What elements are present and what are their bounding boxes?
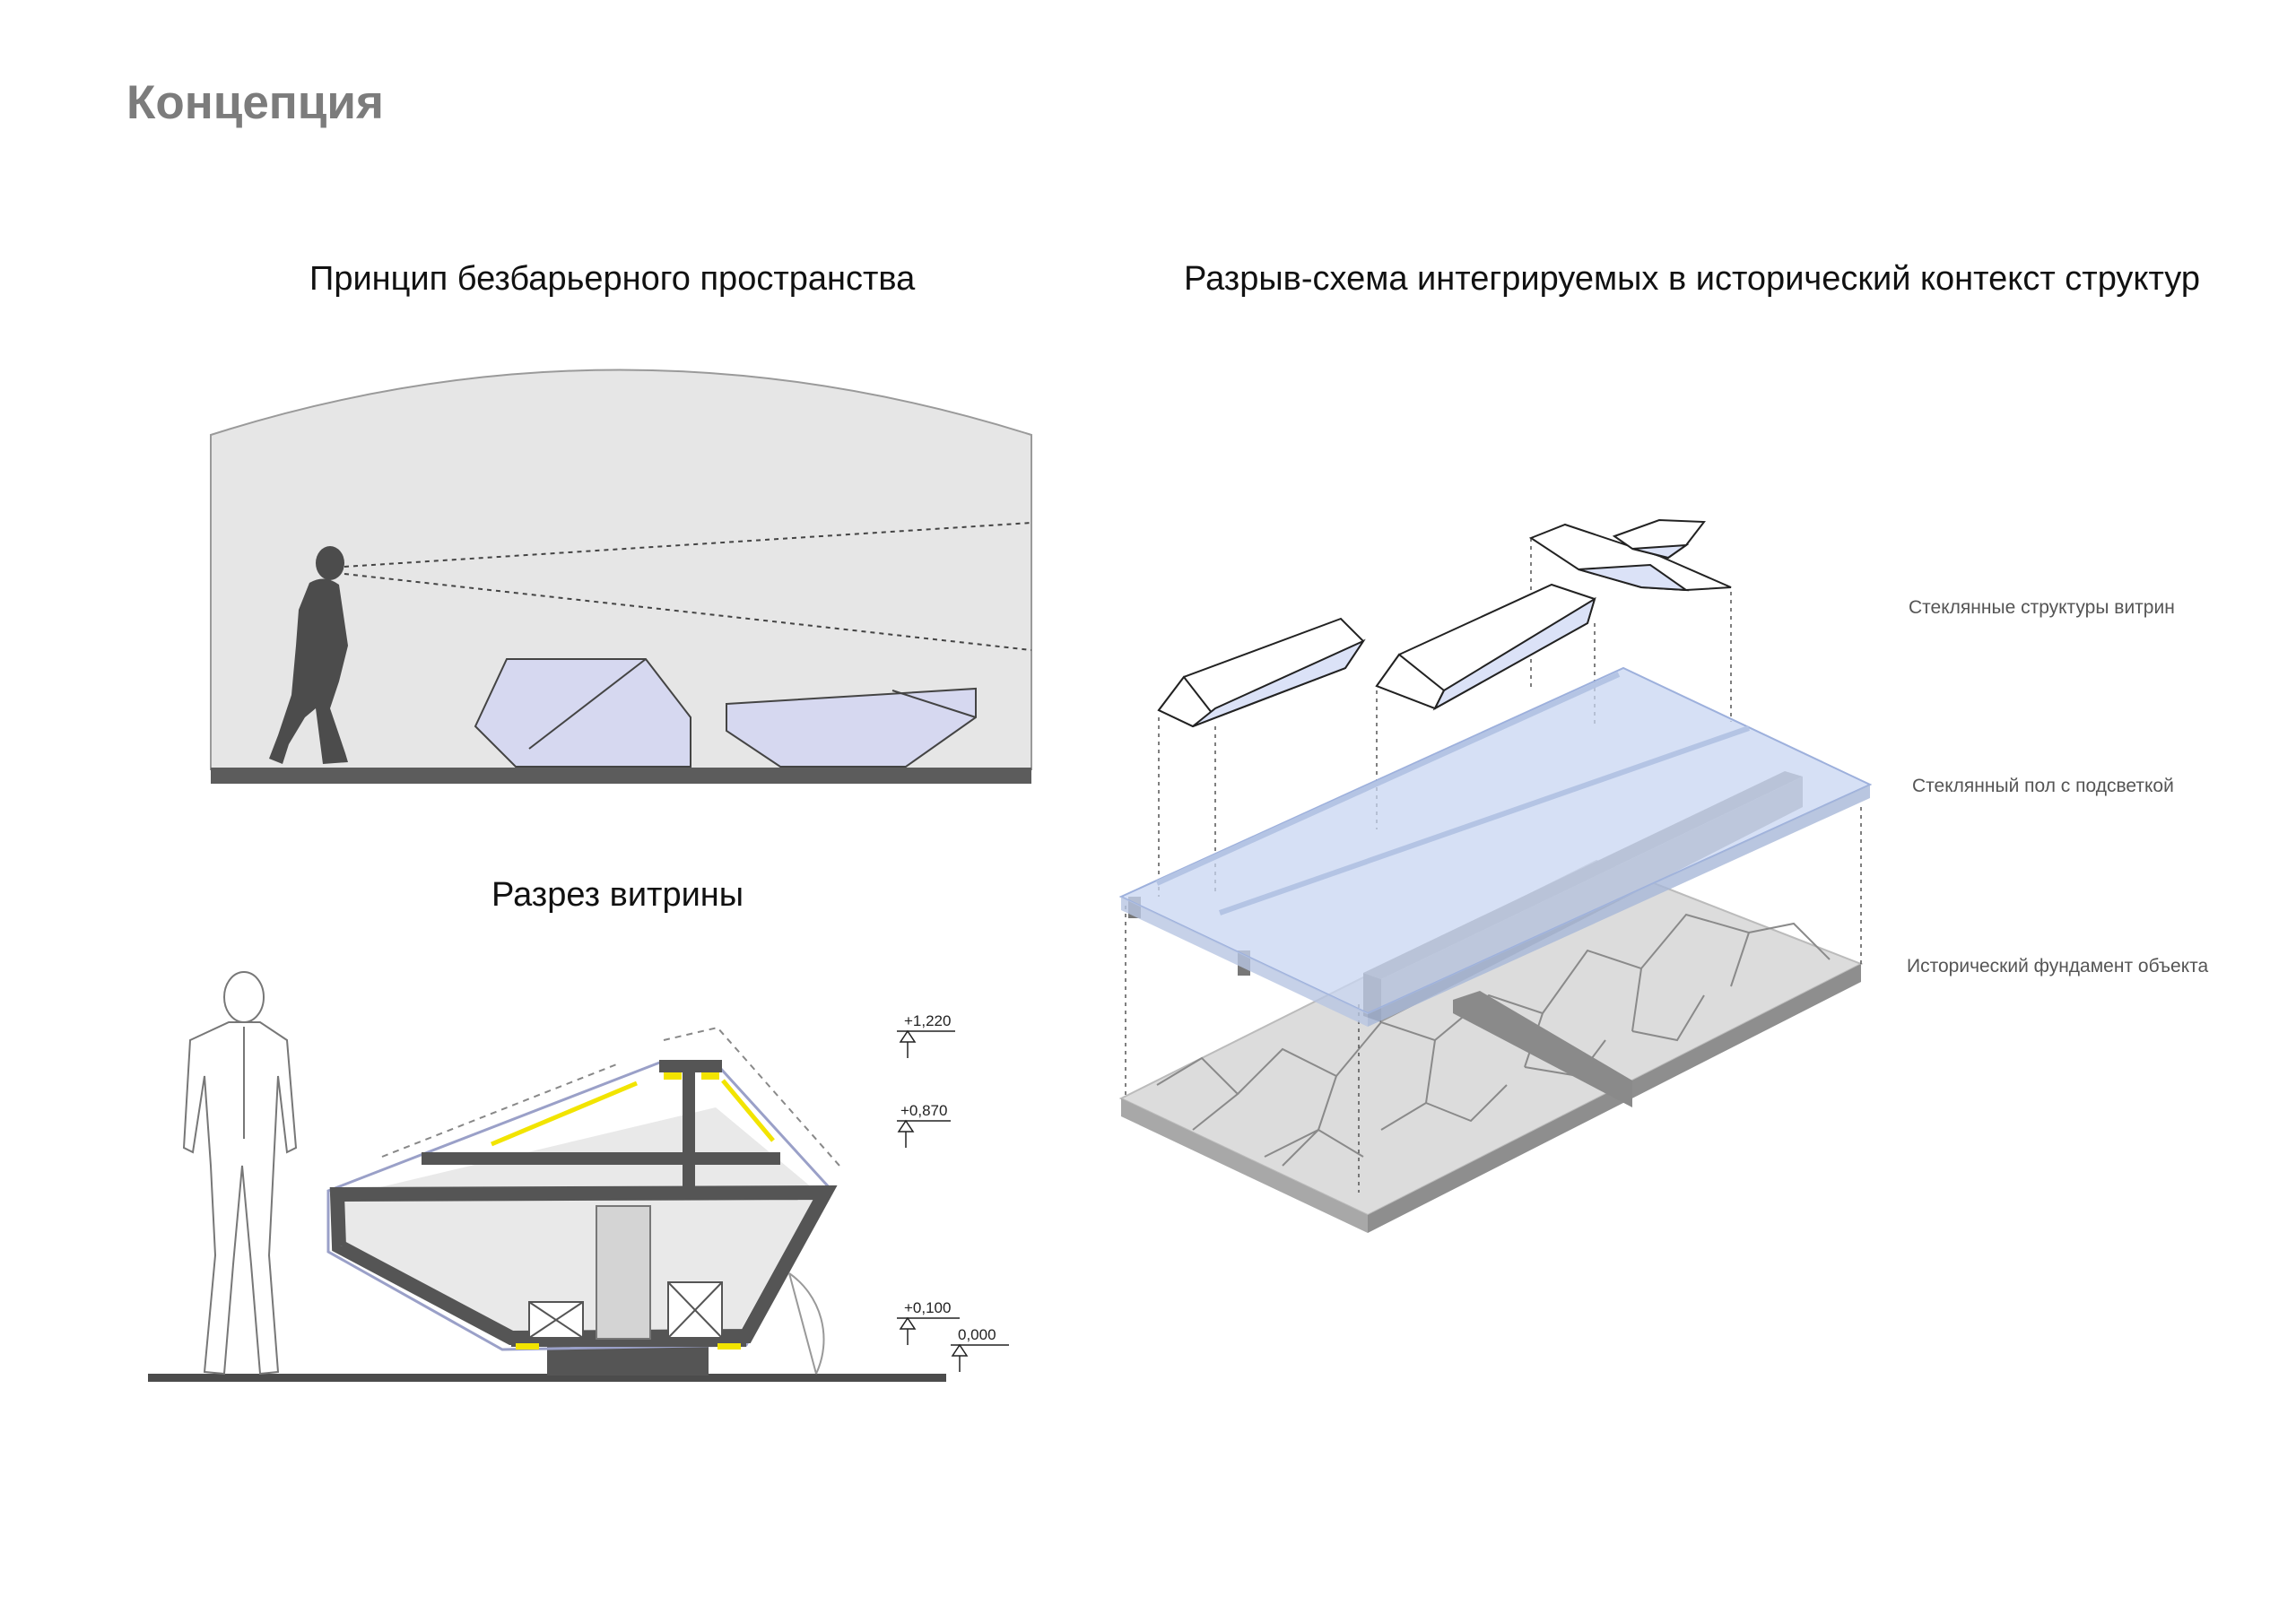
showcase-left [474,658,691,768]
elevation-0870: +0,870 [900,1102,947,1119]
section-cut-title: Разрез витрины [491,876,744,914]
led-strip-top-right [701,1072,719,1080]
elevation-0100: +0,100 [904,1299,951,1316]
glass-showcase-1 [1157,617,1366,728]
glass-showcase-4 [1612,518,1706,560]
sightline-lower [344,573,1032,651]
glass-floor-layer [1118,666,1873,1027]
elevation-1220: +1,220 [904,1012,951,1029]
dashed-envelope [381,1026,840,1167]
label-glass-floor: Стеклянный пол с подсветкой [1912,776,2174,796]
showcase-right-edge [891,690,977,718]
barrier-free-title: Принцип безбарьерного пространства [309,260,916,298]
exploded-diagram [1118,518,1873,1233]
page-title: Концепция [126,76,384,129]
standing-person-icon [182,971,298,1376]
glass-showcase-3 [1528,523,1732,592]
vaulted-wall [210,369,1032,770]
elevation-0000: 0,000 [958,1326,996,1343]
label-foundation: Исторический фундамент объекта [1907,956,2209,976]
glass-showcase-2 [1375,583,1596,711]
exploded-diagram-title: Разрыв-схема интегрируемых в исторически… [1184,260,2200,298]
section-cut-diagram: +1,220 +0,870 +0,100 0,000 [148,971,1009,1382]
showcase-right [726,687,977,768]
sightline-upper [344,522,1032,568]
top-cap [659,1060,722,1072]
led-strip-base-right [718,1343,741,1350]
label-glass-structures: Стеклянные структуры витрин [1909,597,2175,618]
showcase-left-edge [528,658,647,750]
door-swing-arc [788,1272,825,1375]
ground-line [148,1374,946,1382]
led-strip-side [721,1079,775,1142]
elevation-markers [897,1029,1009,1372]
crate-right-icon [667,1281,723,1339]
barrier-free-diagram [210,369,1032,784]
led-strip-top-left [664,1072,682,1080]
door-swing-line [788,1272,817,1375]
floor-slab [211,768,1031,784]
led-strip-roof [491,1081,638,1147]
led-strip-base-left [516,1343,539,1350]
crate-left-icon [528,1301,584,1339]
foundation-layer [1118,859,1864,1233]
walking-person-icon [269,546,348,764]
central-column [596,1205,651,1340]
